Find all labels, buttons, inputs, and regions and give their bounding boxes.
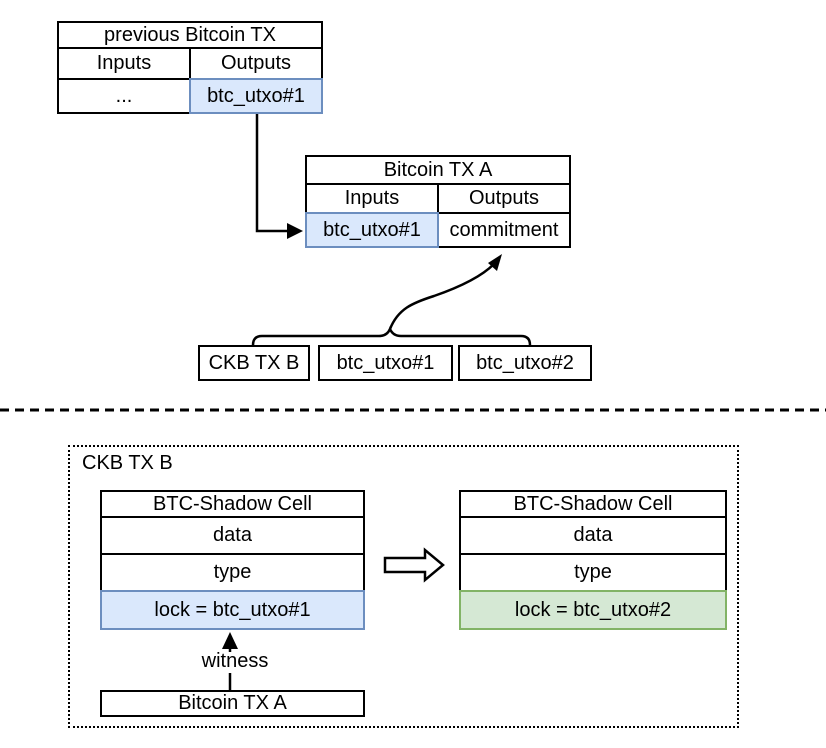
bitcoin-tx-a-title: Bitcoin TX A [305, 155, 571, 185]
prev-tx-input-cell: ... [57, 78, 191, 114]
utxo2-box: btc_utxo#2 [458, 345, 592, 381]
shadow-right-title: BTC-Shadow Cell [459, 490, 727, 518]
shadow-left-lock-row: lock = btc_utxo#1 [100, 590, 365, 630]
utxo1-box: btc_utxo#1 [318, 345, 453, 381]
bitcoin-tx-a-table: Bitcoin TX A Inputs Outputs btc_utxo#1 c… [305, 155, 571, 248]
prev-output-to-input-arrow [255, 114, 289, 233]
shadow-left-data-row: data [100, 516, 365, 555]
prev-bitcoin-tx-table: previous Bitcoin TX Inputs Outputs ... b… [57, 21, 323, 114]
prev-tx-output-utxo1-cell: btc_utxo#1 [189, 78, 323, 114]
tx-a-inputs-header: Inputs [305, 183, 439, 214]
prev-tx-inputs-header: Inputs [57, 47, 191, 80]
shadow-cell-right-table: BTC-Shadow Cell data type lock = btc_utx… [459, 490, 727, 630]
shadow-cell-left-table: BTC-Shadow Cell data type lock = btc_utx… [100, 490, 365, 630]
shadow-right-type-row: type [459, 553, 727, 592]
shadow-right-lock-row: lock = btc_utxo#2 [459, 590, 727, 630]
ckb-row-brace [251, 325, 532, 346]
witness-label: witness [201, 650, 269, 672]
shadow-left-title: BTC-Shadow Cell [100, 490, 365, 518]
commitment-arrow [388, 263, 495, 330]
tx-a-outputs-header: Outputs [437, 183, 571, 214]
prev-tx-outputs-header: Outputs [189, 47, 323, 80]
commitment-arrowhead [488, 254, 502, 271]
tx-a-input-utxo1-cell: btc_utxo#1 [305, 212, 439, 248]
ckb-tx-b-box: CKB TX B [198, 345, 310, 381]
tx-a-commitment-cell: commitment [437, 212, 571, 248]
shadow-right-data-row: data [459, 516, 727, 555]
prev-bitcoin-tx-title: previous Bitcoin TX [57, 21, 323, 49]
bitcoin-tx-a-bottom-box: Bitcoin TX A [100, 690, 365, 717]
shadow-left-type-row: type [100, 553, 365, 592]
ckb-container-label: CKB TX B [82, 452, 173, 474]
prev-output-to-input-arrowhead [287, 223, 303, 239]
